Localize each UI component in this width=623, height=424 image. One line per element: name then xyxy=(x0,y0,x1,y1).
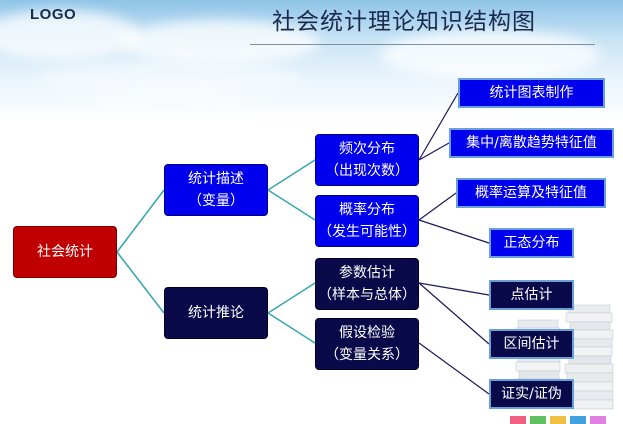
node-hypo: 假设检验 （变量关系） xyxy=(315,318,419,370)
node-root-label: 社会统计 xyxy=(37,244,93,260)
node-describe: 统计描述 （变量） xyxy=(164,164,268,216)
connector-describe-freq xyxy=(267,159,316,191)
node-describe-line1: 统计描述 xyxy=(188,171,244,187)
connector-freq-central xyxy=(418,142,450,161)
leaf-point-label: 点估计 xyxy=(510,287,553,303)
node-freq: 频次分布 （出现次数） xyxy=(315,134,419,186)
connector-infer-hypo xyxy=(267,312,316,344)
leaf-central: 集中/离散趋势特征值 xyxy=(449,128,614,158)
connector-root-describe xyxy=(116,189,165,253)
node-describe-line2: （变量） xyxy=(188,193,244,209)
connector-describe-prob xyxy=(267,189,316,221)
title-divider xyxy=(250,44,595,45)
leaf-verify-label: 证实/证伪 xyxy=(501,386,562,402)
connector-hypo-verify xyxy=(418,342,490,395)
node-infer: 统计推论 xyxy=(164,287,268,339)
leaf-central-label: 集中/离散趋势特征值 xyxy=(466,135,597,151)
page-title: 社会统计理论知识结构图 xyxy=(272,9,536,35)
leaf-probcalc: 概率运算及特征值 xyxy=(456,178,606,208)
connector-prob-probcalc xyxy=(418,192,457,221)
leaf-chart: 统计图表制作 xyxy=(458,78,605,108)
leaf-verify: 证实/证伪 xyxy=(489,379,574,409)
connector-prob-normal xyxy=(418,219,490,244)
leaf-interval-label: 区间估计 xyxy=(503,336,560,352)
node-hypo-line1: 假设检验 xyxy=(339,325,395,341)
node-root: 社会统计 xyxy=(13,226,117,278)
connector-param-interval xyxy=(418,282,490,345)
node-prob-line1: 概率分布 xyxy=(339,202,395,218)
node-freq-line1: 频次分布 xyxy=(339,141,395,157)
leaf-normal-label: 正态分布 xyxy=(503,235,560,251)
node-param-line2: （样本与总体） xyxy=(318,287,416,303)
connector-infer-param xyxy=(267,282,316,314)
leaf-chart-label: 统计图表制作 xyxy=(489,85,574,101)
leaf-normal: 正态分布 xyxy=(489,228,574,258)
cloud-decoration xyxy=(380,30,600,80)
logo: LOGO xyxy=(30,6,77,23)
node-prob: 概率分布 （发生可能性） xyxy=(315,195,419,247)
node-param-line1: 参数估计 xyxy=(339,265,395,281)
node-infer-label: 统计推论 xyxy=(188,305,244,321)
cloud-decoration xyxy=(0,10,140,60)
node-hypo-line2: （变量关系） xyxy=(325,347,409,363)
node-prob-line2: （发生可能性） xyxy=(318,224,416,240)
node-param: 参数估计 （样本与总体） xyxy=(315,258,419,310)
cloud-decoration xyxy=(120,20,320,65)
leaf-interval: 区间估计 xyxy=(489,329,574,359)
leaf-point: 点估计 xyxy=(489,280,574,310)
leaf-probcalc-label: 概率运算及特征值 xyxy=(475,185,587,201)
connector-root-infer xyxy=(116,251,165,314)
connector-param-point xyxy=(418,282,490,296)
connector-freq-chart xyxy=(418,92,459,161)
cloud-decoration xyxy=(40,60,300,100)
node-freq-line2: （出现次数） xyxy=(325,163,409,179)
